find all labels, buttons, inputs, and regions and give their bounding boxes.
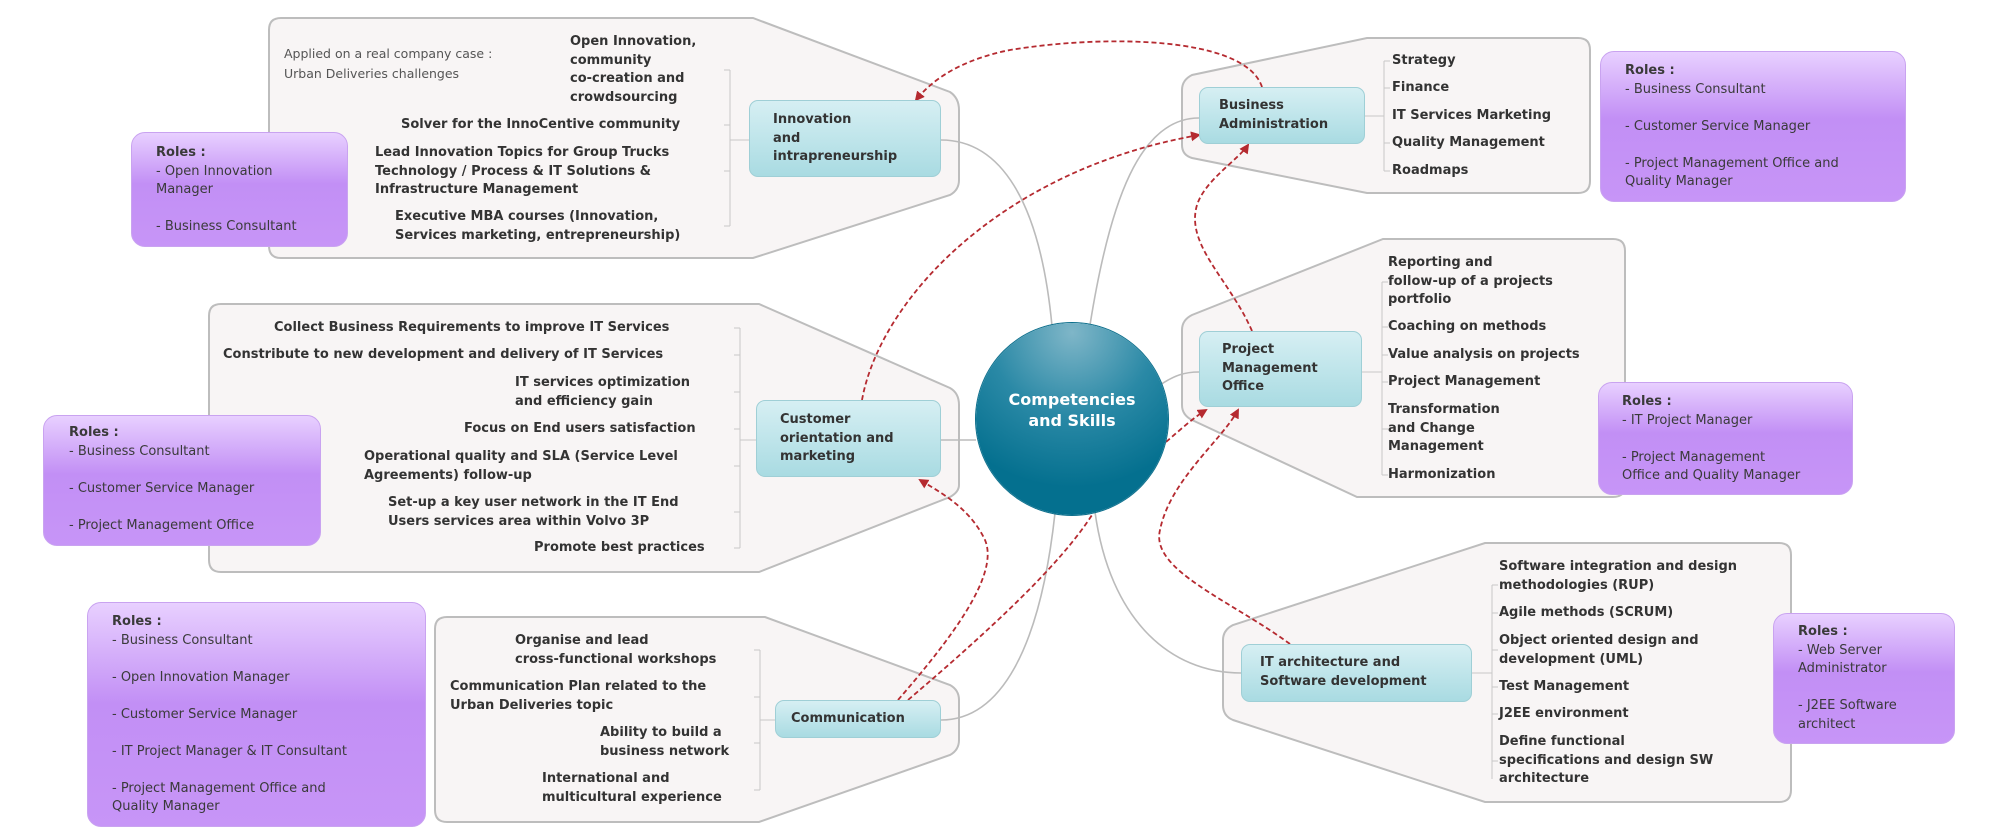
pmo-group bbox=[1181, 238, 1626, 498]
bracket-it bbox=[1472, 584, 1498, 779]
innovation-roles-box bbox=[131, 132, 348, 247]
customer-item[interactable]: Set-up a key user network in the IT End … bbox=[388, 495, 679, 529]
innovation-item[interactable]: Solver for the InnoCentive community bbox=[401, 117, 681, 132]
roles-list: - Web Server Administrator - J2EE Softwa… bbox=[1798, 642, 1897, 732]
arrow-it-to-pmo bbox=[1158, 408, 1291, 645]
business-item[interactable]: IT Services Marketing bbox=[1392, 108, 1552, 123]
connector-communication bbox=[940, 512, 1056, 721]
connector-pmo bbox=[1159, 371, 1200, 386]
it-item[interactable]: Agile methods (SCRUM) bbox=[1499, 605, 1674, 620]
communication-group bbox=[434, 616, 960, 823]
arrow-communication-to-center bbox=[907, 514, 1093, 701]
pmo-item[interactable]: Coaching on methods bbox=[1388, 319, 1547, 334]
connector-innovation bbox=[940, 139, 1053, 327]
innovation-item[interactable]: Executive MBA courses (Innovation, Servi… bbox=[395, 209, 681, 243]
pmo-roles-box bbox=[1598, 382, 1853, 495]
roles-list: - IT Project Manager - Project Managemen… bbox=[1622, 412, 1801, 484]
innovation-note: Applied on a real company case : Urban D… bbox=[284, 46, 493, 81]
pmo-item[interactable]: Project Management bbox=[1388, 374, 1541, 389]
arrow-business-to-innovation bbox=[914, 40, 1263, 102]
communication-item[interactable]: Organise and lead cross-functional works… bbox=[515, 633, 717, 667]
roles-title: Roles : bbox=[1798, 624, 1848, 639]
business-item[interactable]: Quality Management bbox=[1392, 135, 1545, 150]
pmo-item[interactable]: Reporting and follow-up of a projects po… bbox=[1388, 255, 1553, 307]
arrow-center-to-pmo bbox=[1165, 408, 1208, 443]
it-item[interactable]: Test Management bbox=[1499, 679, 1630, 694]
it-roles-box bbox=[1773, 613, 1955, 744]
roles-title: Roles : bbox=[1625, 63, 1675, 78]
customer-item[interactable]: Promote best practices bbox=[534, 540, 705, 555]
roles-list: - Business Consultant - Open Innovation … bbox=[112, 632, 347, 815]
it-item[interactable]: Software integration and design methodol… bbox=[1499, 559, 1738, 593]
business-item[interactable]: Roadmaps bbox=[1392, 163, 1469, 178]
it-group bbox=[1222, 542, 1792, 803]
pmo-item[interactable]: Value analysis on projects bbox=[1388, 347, 1580, 362]
innovation-group bbox=[268, 17, 960, 259]
innovation-node[interactable] bbox=[749, 100, 941, 177]
center-label: Competencies and Skills bbox=[1008, 390, 1136, 430]
business-roles-box bbox=[1600, 51, 1906, 202]
customer-item[interactable]: IT services optimization and efficiency … bbox=[515, 375, 691, 409]
arrow-communication-to-customer bbox=[897, 478, 989, 701]
pmo-item[interactable]: Transformation and Change Management bbox=[1388, 402, 1500, 454]
roles-list: - Business Consultant - Customer Service… bbox=[69, 443, 255, 533]
connector-business bbox=[1089, 117, 1200, 326]
innovation-label: Innovation and intrapreneurship bbox=[773, 112, 898, 164]
communication-label: Communication bbox=[791, 711, 905, 726]
pmo-item[interactable]: Harmonization bbox=[1388, 467, 1496, 482]
business-item[interactable]: Finance bbox=[1392, 80, 1450, 95]
business-group bbox=[1181, 37, 1591, 194]
communication-roles-box bbox=[87, 602, 426, 827]
it-item[interactable]: Define functional specifications and des… bbox=[1499, 734, 1714, 786]
customer-node[interactable] bbox=[756, 400, 941, 477]
it-item[interactable]: J2EE environment bbox=[1499, 706, 1629, 721]
roles-title: Roles : bbox=[112, 614, 162, 629]
roles-title: Roles : bbox=[69, 425, 119, 440]
roles-title: Roles : bbox=[1622, 394, 1672, 409]
business-label: Business Administration bbox=[1219, 98, 1329, 132]
bracket-communication bbox=[754, 649, 775, 791]
business-item[interactable]: Strategy bbox=[1392, 53, 1456, 68]
customer-item[interactable]: Constribute to new development and deliv… bbox=[223, 347, 664, 362]
roles-title: Roles : bbox=[156, 145, 206, 160]
bracket-customer bbox=[734, 327, 756, 549]
innovation-item[interactable]: Open Innovation, community co-creation a… bbox=[570, 34, 697, 105]
roles-list: - Open Innovation Manager - Business Con… bbox=[156, 163, 297, 235]
arrow-pmo-to-business bbox=[1194, 143, 1253, 332]
it-node[interactable] bbox=[1241, 644, 1472, 702]
communication-item[interactable]: Communication Plan related to the Urban … bbox=[450, 679, 707, 713]
customer-item[interactable]: Operational quality and SLA (Service Lev… bbox=[364, 449, 678, 483]
arrow-customer-to-business bbox=[861, 131, 1201, 401]
it-item[interactable]: Object oriented design and development (… bbox=[1499, 633, 1699, 667]
connector-it bbox=[1094, 511, 1242, 674]
bracket-business bbox=[1365, 60, 1390, 172]
customer-group bbox=[208, 303, 960, 573]
communication-item[interactable]: Ability to build a business network bbox=[600, 725, 730, 759]
communication-node[interactable] bbox=[775, 700, 941, 738]
bracket-innovation bbox=[724, 69, 749, 227]
customer-label: Customer orientation and marketing bbox=[780, 412, 894, 464]
business-node[interactable] bbox=[1199, 87, 1365, 144]
customer-roles-box bbox=[43, 415, 321, 546]
it-label: IT architecture and Software development bbox=[1260, 655, 1427, 689]
pmo-node[interactable] bbox=[1199, 331, 1362, 407]
innovation-item[interactable]: Lead Innovation Topics for Group Trucks … bbox=[375, 145, 670, 197]
center-topic[interactable]: Competencies and Skills bbox=[976, 323, 1168, 515]
bracket-pmo bbox=[1362, 281, 1388, 476]
communication-item[interactable]: International and multicultural experien… bbox=[542, 771, 722, 805]
customer-item[interactable]: Collect Business Requirements to improve… bbox=[274, 320, 670, 335]
roles-list: - Business Consultant - Customer Service… bbox=[1625, 81, 1839, 190]
customer-item[interactable]: Focus on End users satisfaction bbox=[464, 421, 696, 436]
pmo-label: Project Management Office bbox=[1222, 342, 1318, 394]
